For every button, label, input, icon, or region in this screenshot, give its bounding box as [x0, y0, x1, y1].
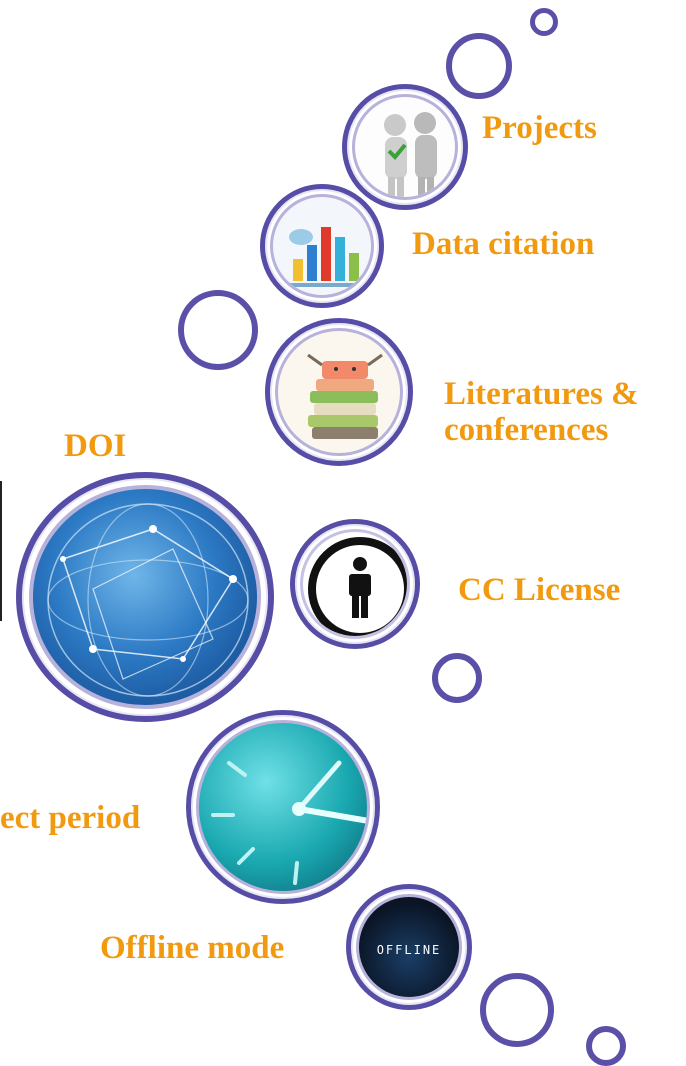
literatures-label-line1: Literatures & — [444, 376, 639, 412]
literatures-node[interactable] — [265, 318, 413, 466]
cc-attribution-person-icon — [300, 529, 410, 639]
data-citation-node[interactable] — [260, 184, 384, 308]
project-period-label[interactable]: ect period — [0, 800, 141, 836]
doi-label[interactable]: DOI — [64, 428, 127, 464]
doi-node[interactable] — [16, 472, 274, 722]
decor-ring-top — [446, 33, 512, 99]
cc-license-label[interactable]: CC License — [458, 572, 621, 608]
decor-ring-bottom — [480, 973, 554, 1047]
projects-label[interactable]: Projects — [482, 110, 597, 146]
cc-license-node[interactable] — [290, 519, 420, 649]
decor-ring-bottom-small — [586, 1026, 626, 1066]
globe-network-icon — [29, 485, 261, 709]
handshake-people-icon — [352, 94, 458, 200]
offline-badge-icon: OFFLINE — [356, 894, 462, 1000]
literatures-label-line2: conferences — [444, 412, 609, 449]
book-stack-icon — [275, 328, 403, 456]
project-period-node[interactable] — [186, 710, 380, 904]
decor-ring-small-top — [530, 8, 558, 36]
decor-ring-mid — [178, 290, 258, 370]
projects-node[interactable] — [342, 84, 468, 210]
decor-ring-lower — [432, 653, 482, 703]
offline-mode-node[interactable]: OFFLINE — [346, 884, 472, 1010]
clock-icon — [196, 720, 370, 894]
edge-line — [0, 481, 2, 621]
offline-mode-label[interactable]: Offline mode — [100, 930, 285, 966]
offline-badge-text: OFFLINE — [376, 943, 442, 957]
data-citation-label[interactable]: Data citation — [412, 226, 595, 262]
literatures-label[interactable]: Literatures & conferences — [444, 376, 639, 449]
bar-chart-icon — [270, 194, 374, 298]
